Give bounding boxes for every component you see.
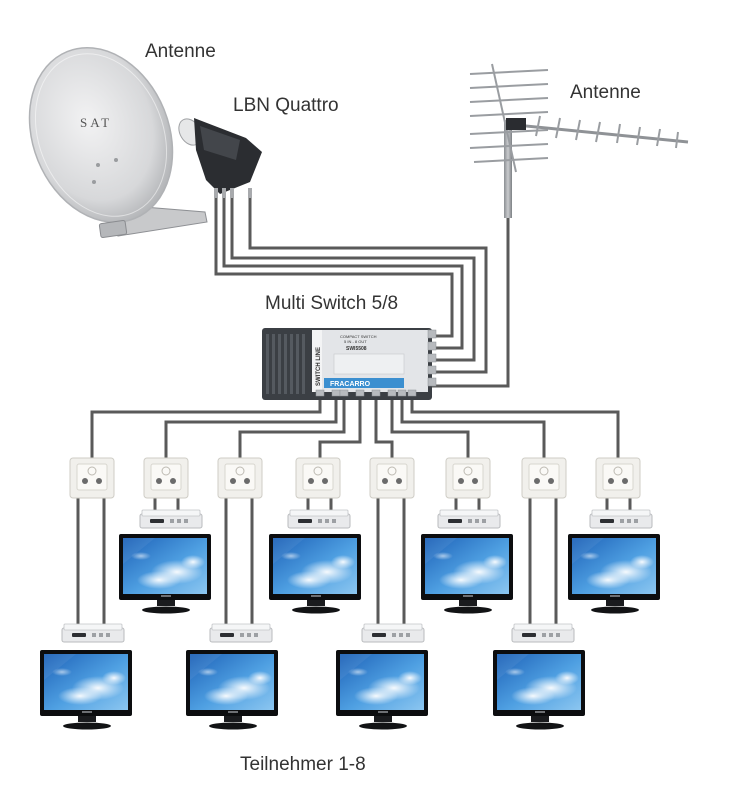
cable-out-2 (164, 392, 338, 458)
lnb-label: LBN Quattro (233, 95, 339, 116)
cable-out-5 (374, 392, 394, 458)
cable-out-7 (400, 392, 546, 458)
cable-terrestrial (430, 218, 510, 388)
receiver-5 (361, 623, 425, 643)
tv-7 (493, 650, 585, 730)
dish-brand-text: SAT (80, 115, 112, 130)
wall-outlet-6 (445, 457, 491, 499)
tv-3 (186, 650, 278, 730)
receiver-6 (437, 509, 501, 529)
cable-lnb-3 (230, 196, 476, 362)
receiver-8 (589, 509, 653, 529)
switch-brand-text: FRACARRO (330, 381, 371, 388)
tvs-lower (40, 650, 585, 730)
cable-out-6 (390, 392, 470, 458)
receivers-lower (61, 623, 575, 643)
tv-8 (568, 534, 660, 614)
wall-outlet-5 (369, 457, 415, 499)
tv-1 (40, 650, 132, 730)
switch-line-text: SWITCH LINE (316, 347, 322, 386)
lnb-quattro (178, 118, 262, 198)
cable-out-4 (318, 392, 362, 458)
switch-sub-text: 5 IN - 8 OUT (344, 339, 367, 344)
tv-6 (421, 534, 513, 614)
cable-lnb-2 (222, 196, 464, 350)
tv-4 (269, 534, 361, 614)
subscribers-label: Teilnehmer 1-8 (240, 754, 366, 775)
tv-5 (336, 650, 428, 730)
wall-outlet-1 (69, 457, 115, 499)
receiver-4 (287, 509, 351, 529)
switch-model-text: SWI5508 (346, 346, 367, 352)
terrestrial-antenna (469, 63, 689, 218)
switch-title-text: COMPACT SWITCH (340, 334, 377, 339)
multiswitch: SWITCH LINE COMPACT SWITCH 5 IN - 8 OUT … (262, 328, 437, 400)
receiver-2 (139, 509, 203, 529)
receivers-upper (139, 509, 653, 529)
cable-out-8 (410, 392, 620, 458)
receiver-3 (209, 623, 273, 643)
cable-lnb-1 (214, 196, 454, 338)
cable-out-3 (238, 392, 346, 458)
wall-outlet-2 (143, 457, 189, 499)
tvs-upper (119, 534, 660, 614)
wall-outlet-4 (295, 457, 341, 499)
cable-out-1 (90, 392, 322, 458)
cable-lnb-4 (248, 196, 488, 374)
receiver-1 (61, 623, 125, 643)
sat-antenna-label: Antenne (145, 41, 216, 62)
satellite-dish: SAT (28, 47, 208, 238)
wall-outlet-8 (595, 457, 641, 499)
wall-outlets (69, 457, 641, 499)
receiver-7 (511, 623, 575, 643)
wall-outlet-7 (521, 457, 567, 499)
terrestrial-antenna-label: Antenne (570, 82, 641, 103)
multiswitch-label: Multi Switch 5/8 (265, 293, 399, 314)
tv-2 (119, 534, 211, 614)
cables (76, 196, 632, 628)
wall-outlet-3 (217, 457, 263, 499)
